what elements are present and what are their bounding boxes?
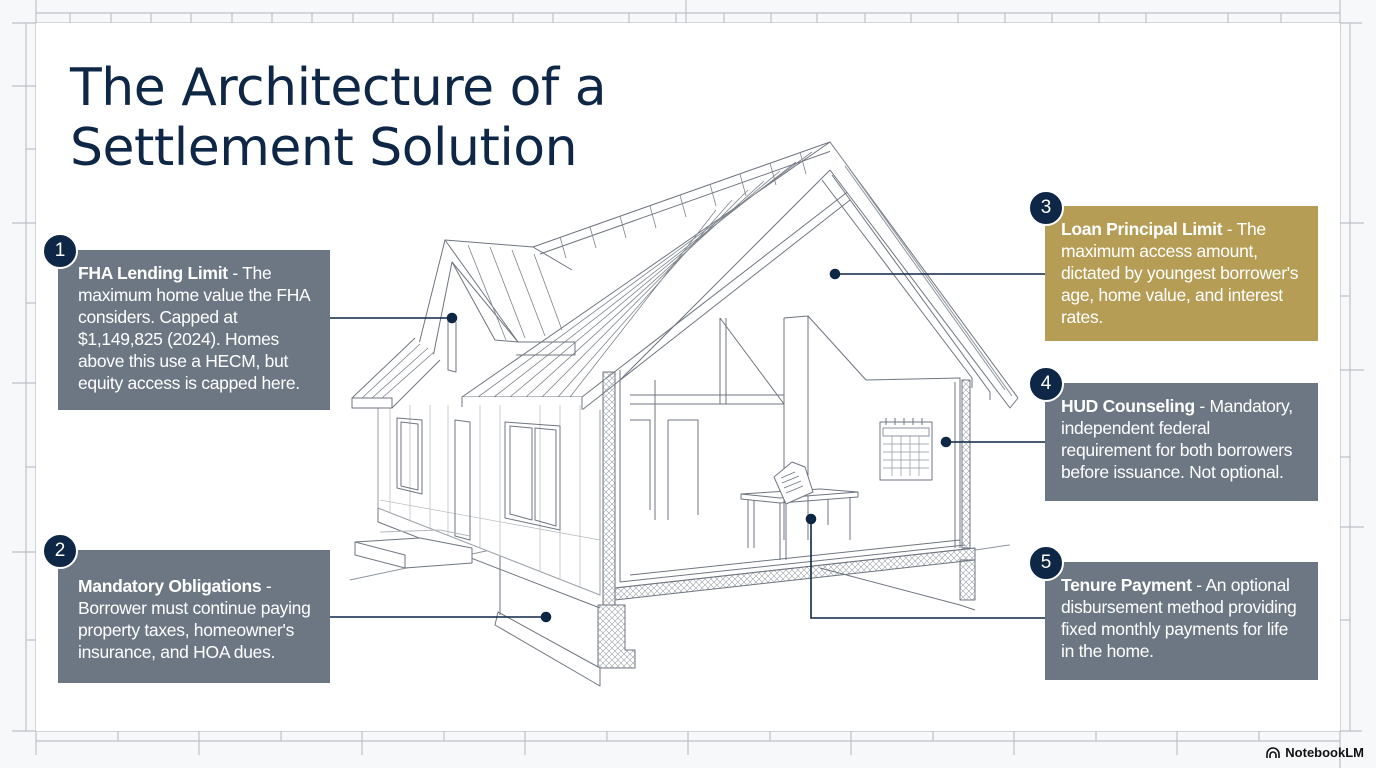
callout-mandatory-obligations: Mandatory Obligations - Borrower must co… (58, 550, 330, 683)
callout-number-badge: 4 (1028, 366, 1064, 402)
callout-heading: Loan Principal Limit (1061, 219, 1223, 239)
document-icon (773, 461, 814, 505)
notebooklm-branding: NotebookLM (1266, 745, 1364, 760)
callout-fha-lending-limit: FHA Lending Limit - The maximum home val… (58, 250, 330, 410)
callout-body: Mandatory, independent federal requireme… (1061, 396, 1293, 482)
page-title: The Architecture of a Settlement Solutio… (70, 58, 607, 178)
callout-heading: Mandatory Obligations (78, 576, 262, 596)
callout-body: The maximum home value the FHA considers… (78, 263, 310, 393)
callout-number-badge: 3 (1028, 190, 1064, 226)
brand-label: NotebookLM (1285, 745, 1364, 760)
title-line-2: Settlement Solution (70, 118, 578, 178)
title-line-1: The Architecture of a (70, 58, 607, 118)
callout-body: The maximum access amount, dictated by y… (1061, 219, 1299, 327)
calendar-icon (879, 421, 933, 481)
callout-hud-counseling: HUD Counseling - Mandatory, independent … (1045, 383, 1318, 501)
callout-heading: FHA Lending Limit (78, 263, 228, 283)
callout-body: An optional disbursement method providin… (1061, 575, 1297, 661)
callout-number-badge: 2 (42, 533, 78, 569)
callout-number-badge: 5 (1028, 545, 1064, 581)
callout-heading: Tenure Payment (1061, 575, 1192, 595)
notebooklm-logo-icon (1266, 746, 1281, 758)
callout-heading: HUD Counseling (1061, 396, 1195, 416)
callout-body: Borrower must continue paying property t… (78, 598, 311, 662)
callout-number-badge: 1 (42, 233, 78, 269)
callout-tenure-payment: Tenure Payment - An optional disbursemen… (1045, 562, 1318, 680)
callout-loan-principal-limit: Loan Principal Limit - The maximum acces… (1045, 206, 1318, 341)
